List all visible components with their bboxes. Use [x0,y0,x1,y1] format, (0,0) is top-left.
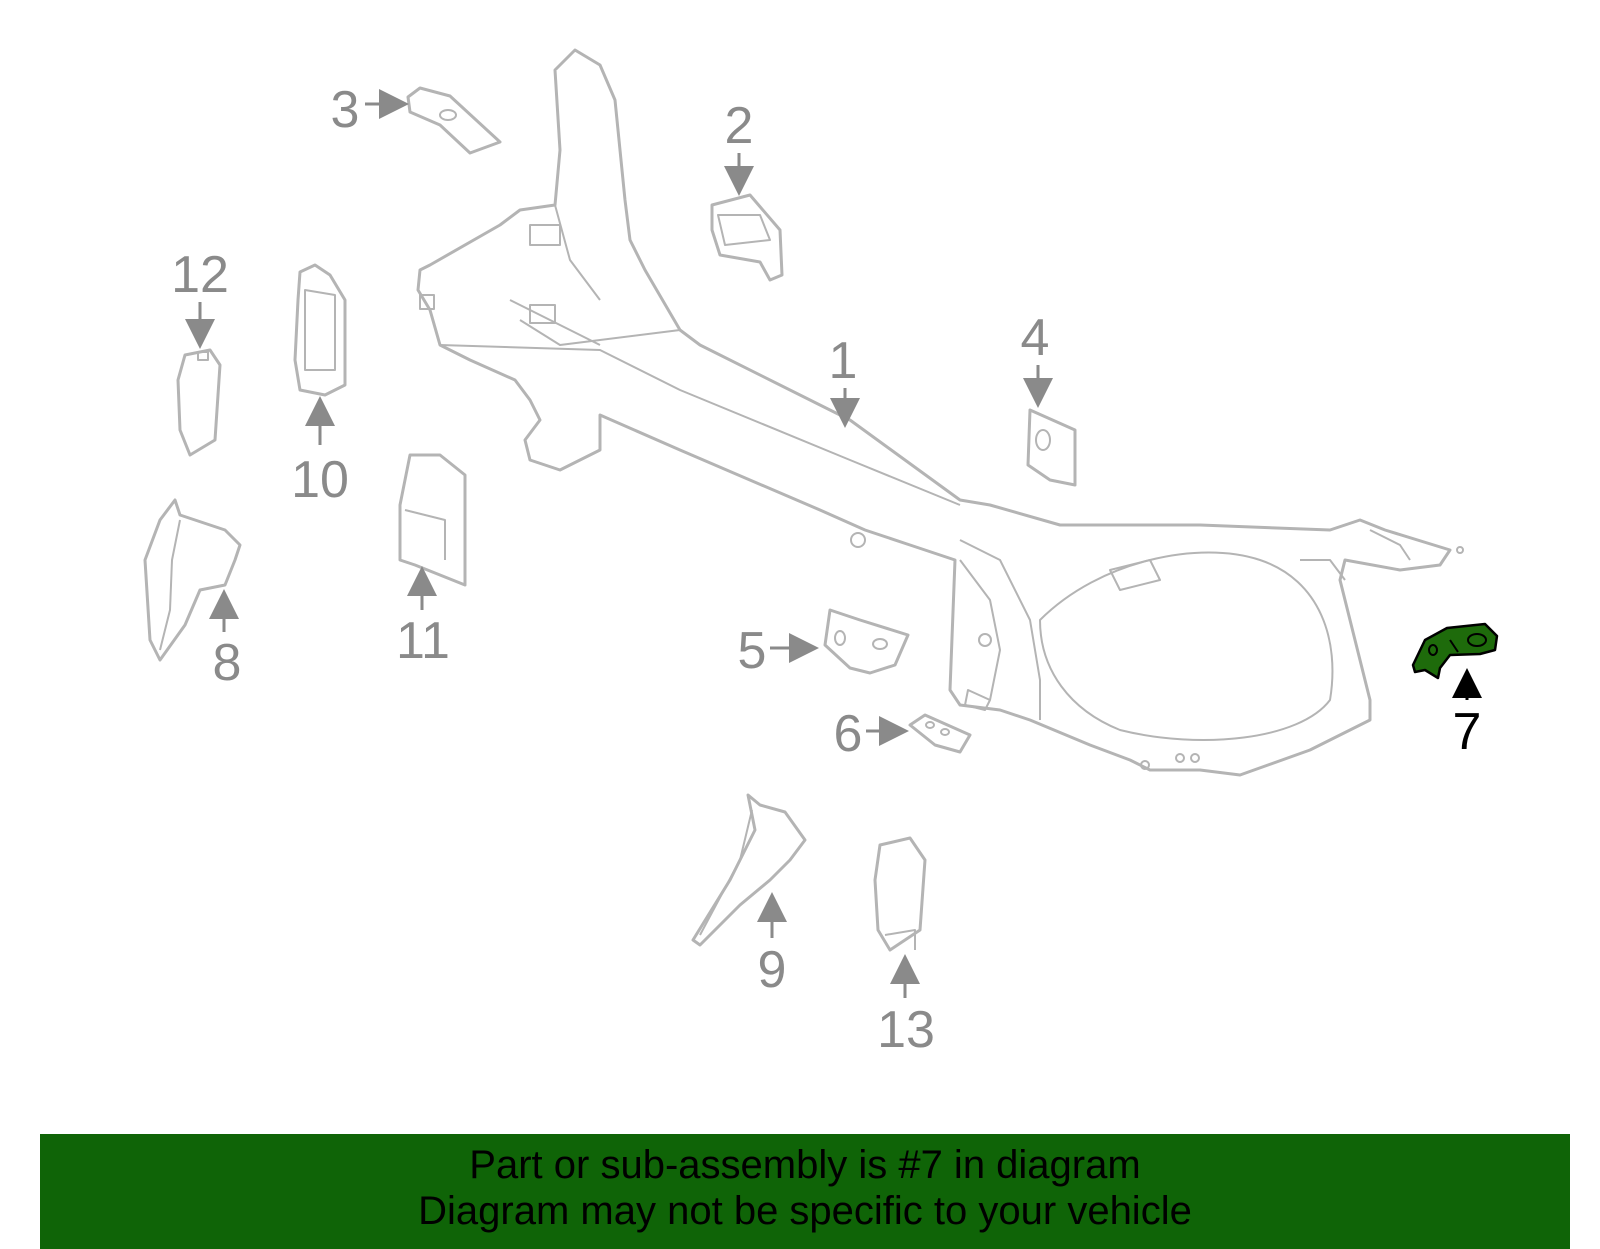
callout-label-6: 6 [834,705,863,763]
callout-3[interactable]: 3 [331,81,409,139]
part-10-bracket[interactable] [293,263,347,397]
part-11-panel[interactable] [398,453,467,587]
callout-label-1: 1 [829,332,858,390]
callout-label-9: 9 [758,941,787,999]
callout-7[interactable]: 7 [1452,668,1482,761]
callout-12[interactable]: 12 [171,246,229,349]
callout-label-5: 5 [738,622,767,680]
callout-13[interactable]: 13 [877,954,935,1059]
callout-label-3: 3 [331,81,360,139]
callout-label-7: 7 [1453,703,1482,761]
part-5-bracket[interactable] [823,608,910,675]
part-13-bracket[interactable] [873,836,927,952]
callout-label-10: 10 [291,451,349,509]
callout-1[interactable]: 1 [829,332,860,428]
part-8-air-deflector[interactable] [143,498,242,662]
part-4-bracket[interactable] [1026,408,1077,487]
callout-label-13: 13 [877,1001,935,1059]
callout-label-11: 11 [396,612,450,670]
footer-banner: Part or sub-assembly is #7 in diagram Di… [40,1134,1570,1249]
callout-6[interactable]: 6 [834,705,909,763]
callout-11[interactable]: 11 [396,566,450,670]
part-1-radiator-support-frame[interactable] [416,48,1464,777]
footer-disclaimer: Diagram may not be specific to your vehi… [418,1189,1192,1233]
part-3-bracket[interactable] [406,86,502,155]
callout-label-4: 4 [1021,309,1050,367]
callout-10[interactable]: 10 [291,396,349,509]
callout-label-12: 12 [171,246,229,304]
part-6-bracket[interactable] [908,713,972,754]
callout-5[interactable]: 5 [738,622,819,680]
parts-diagram: 1 2 3 4 5 6 7 8 9 10 11 12 [143,48,1499,1059]
part-7-bracket-highlighted[interactable] [1411,622,1499,680]
callout-4[interactable]: 4 [1021,309,1053,408]
part-12-bracket[interactable] [176,348,222,457]
callout-2[interactable]: 2 [724,97,754,196]
callout-8[interactable]: 8 [209,589,242,692]
callout-label-8: 8 [213,634,242,692]
callout-label-2: 2 [725,97,754,155]
part-2-bracket[interactable] [710,193,784,282]
callout-9[interactable]: 9 [757,892,787,999]
footer-part-note: Part or sub-assembly is #7 in diagram [469,1143,1141,1187]
part-9-air-deflector[interactable] [691,793,807,947]
